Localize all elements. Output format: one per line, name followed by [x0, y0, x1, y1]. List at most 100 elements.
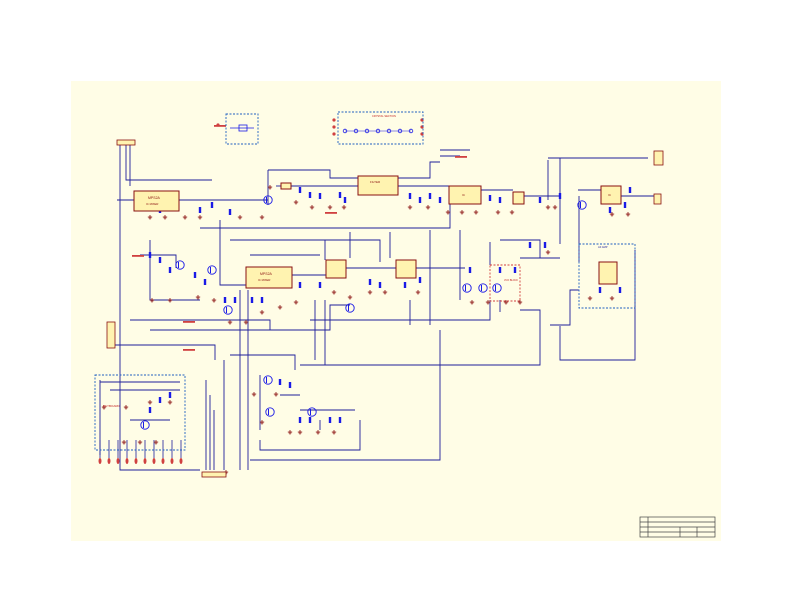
- ic-far-right: [600, 185, 622, 205]
- group-crystal-label: CRYSTAL SECTION: [372, 114, 396, 118]
- ic-far-right-label: IC: [608, 193, 612, 197]
- passive-37: [598, 287, 602, 293]
- ground-38: [517, 300, 523, 305]
- wire-38: [115, 344, 216, 360]
- ground-32: [367, 290, 373, 295]
- wire-11: [398, 161, 440, 179]
- wire-35: [550, 289, 579, 326]
- wire-51: [259, 420, 361, 451]
- passive-21: [250, 297, 254, 303]
- ground-54: [137, 440, 143, 445]
- passive-22: [260, 297, 264, 303]
- ground-45: [297, 430, 303, 435]
- tl-resistor: [238, 124, 248, 132]
- ground-9: [341, 205, 347, 210]
- group-af-amp-label: AF AMP: [598, 245, 608, 249]
- passive-3: [210, 202, 214, 208]
- group-vco-label: VCO BLOCK: [504, 279, 518, 282]
- passive-51: [168, 392, 172, 398]
- ground-7: [309, 205, 315, 210]
- ground-36: [485, 300, 491, 305]
- passive-48: [338, 417, 342, 423]
- passive-2: [198, 207, 202, 213]
- wire-7: [268, 169, 358, 179]
- key-pad-3: [125, 458, 129, 464]
- ground-39: [545, 250, 551, 255]
- ground-1: [162, 215, 168, 220]
- ground-22: [167, 298, 173, 303]
- key-pad-2: [116, 458, 120, 464]
- transistor-11: [577, 200, 587, 210]
- transistor-7: [492, 283, 502, 293]
- ground-6: [293, 200, 299, 205]
- passive-45: [298, 417, 302, 423]
- passive-35: [623, 202, 627, 208]
- wire-54: [250, 330, 441, 461]
- passive-10: [408, 193, 412, 199]
- ground-15: [495, 210, 501, 215]
- ground-28: [277, 305, 283, 310]
- key-pad-4: [134, 458, 138, 464]
- wire-27: [300, 239, 381, 262]
- passive-14: [488, 195, 492, 201]
- transistor-0: [263, 195, 273, 205]
- ic-main-left: [133, 190, 180, 212]
- ground-21: [149, 298, 155, 303]
- crystal-pad-0-2: [332, 132, 336, 136]
- ic-right-label: IC: [462, 193, 466, 197]
- passive-31: [513, 267, 517, 273]
- ground-44: [287, 430, 293, 435]
- ground-49: [101, 405, 107, 410]
- passive-23: [298, 282, 302, 288]
- ground-52: [167, 400, 173, 405]
- wire-28: [230, 239, 326, 260]
- dashed-group-keyboard: [94, 374, 186, 451]
- ground-0: [147, 215, 153, 220]
- passive-20: [233, 297, 237, 303]
- ground-48: [259, 420, 265, 425]
- ground-symbols: [101, 185, 631, 475]
- transistor-5: [462, 283, 472, 293]
- passive-46: [308, 417, 312, 423]
- passive-4: [228, 209, 232, 215]
- ground-33: [382, 290, 388, 295]
- wire-21: [219, 220, 246, 286]
- ref-mark-3: [132, 255, 144, 257]
- transistor-3: [223, 305, 233, 315]
- ground-5: [259, 215, 265, 220]
- passive-13: [438, 197, 442, 203]
- ic-small-a: [325, 259, 347, 279]
- ground-11: [425, 205, 431, 210]
- passive-41: [193, 272, 197, 278]
- passive-17: [558, 193, 562, 199]
- passive-36: [628, 187, 632, 193]
- ground-35: [469, 300, 475, 305]
- ground-13: [459, 210, 465, 215]
- key-pad-8: [170, 458, 174, 464]
- dashed-group-vco: [489, 264, 521, 302]
- ground-46: [315, 430, 321, 435]
- key-pad-0: [98, 458, 102, 464]
- key-pad-7: [161, 458, 165, 464]
- ground-41: [609, 296, 615, 301]
- key-pad-6: [152, 458, 156, 464]
- wire-55: [310, 300, 491, 321]
- ground-10: [407, 205, 413, 210]
- wires: [99, 145, 654, 471]
- passive-40: [158, 257, 162, 263]
- connector-bottom: [201, 471, 227, 478]
- wire-37: [130, 319, 271, 330]
- passive-47: [328, 417, 332, 423]
- transistor-2: [207, 265, 217, 275]
- ref-mark-0: [183, 321, 195, 323]
- transistor-8: [263, 375, 273, 385]
- ground-40: [587, 296, 593, 301]
- ic-small-b: [395, 259, 417, 279]
- crystal-pad-0-0: [332, 118, 336, 122]
- ground-25: [227, 320, 233, 325]
- key-pad-1: [107, 458, 111, 464]
- transistor-4: [345, 303, 355, 313]
- ground-20: [625, 212, 631, 217]
- dashed-group-af-amp: [578, 243, 636, 309]
- passive-18: [168, 267, 172, 273]
